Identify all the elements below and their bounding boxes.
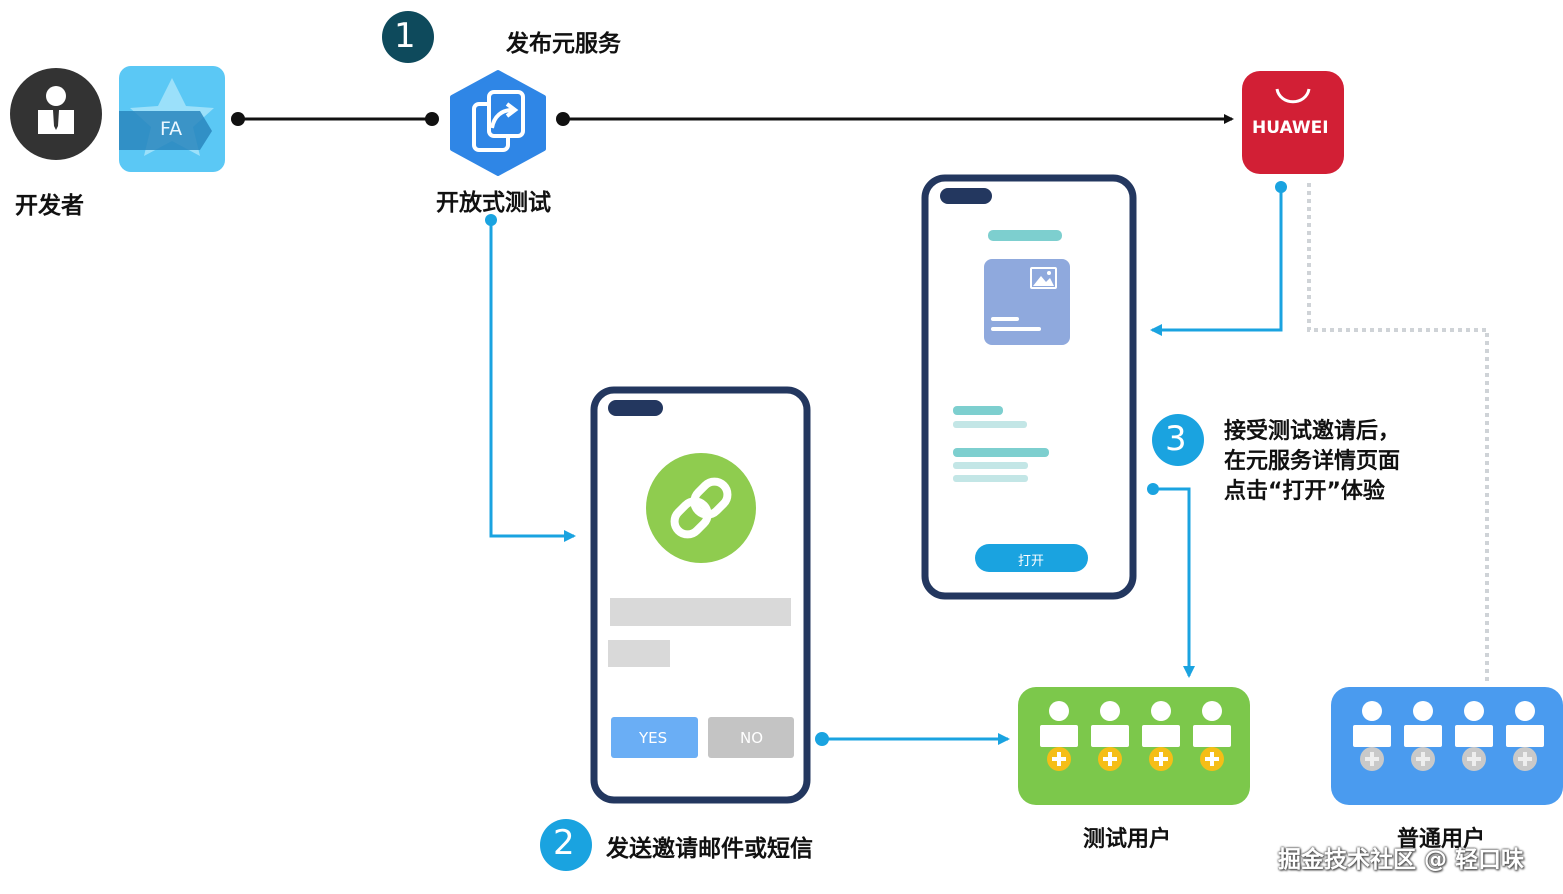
step-3-line-2: 在元服务详情页面	[1224, 449, 1401, 474]
step-3-line-3: 点击“打开”体验	[1224, 479, 1385, 504]
step-1-text: 发布元服务	[506, 31, 621, 57]
watermark: 掘金技术社区 @ 轻口味	[1278, 847, 1525, 873]
no-button[interactable]	[708, 717, 794, 758]
connection-opentest-to-invite-phone	[485, 214, 576, 542]
step-3-text: 接受测试邀请后， 在元服务详情页面 点击“打开”体验	[1224, 417, 1400, 507]
yes-button-label[interactable]: YES	[639, 729, 668, 747]
connection-huawei-to-detail-phone	[1150, 181, 1287, 336]
connection-invite-to-test-users	[815, 732, 1010, 746]
open-button-label[interactable]: 打开	[1018, 554, 1045, 569]
open-test-label: 开放式测试	[436, 190, 551, 216]
connection-opentest-to-huawei	[556, 112, 1234, 126]
developer-icon	[10, 68, 102, 160]
huawei-label: HUAWEI	[1252, 118, 1329, 138]
connection-detail-to-test-users	[1147, 483, 1195, 678]
test-users-group	[1018, 687, 1250, 805]
image-icon	[984, 259, 1070, 345]
invite-phone	[590, 386, 811, 804]
connection-huawei-to-normal-users-dotted	[1307, 183, 1489, 684]
yes-button[interactable]	[611, 717, 698, 758]
fa-star-icon	[119, 66, 225, 172]
detail-phone	[921, 174, 1137, 600]
step-2-text: 发送邀请邮件或短信	[606, 836, 813, 862]
test-users-label: 测试用户	[1083, 827, 1172, 852]
normal-users-label: 普通用户	[1397, 827, 1486, 852]
step-3-line-1: 接受测试邀请后，	[1224, 419, 1401, 444]
share-hex-icon	[450, 70, 546, 176]
link-icon	[646, 453, 756, 563]
step-2-badge	[540, 819, 592, 871]
developer-label: 开发者	[15, 193, 84, 219]
open-button[interactable]	[975, 544, 1088, 572]
step-2-number: 2	[553, 823, 575, 863]
step-3-badge	[1152, 414, 1204, 466]
step-1-badge	[382, 11, 434, 63]
fa-badge-label: FA	[160, 118, 183, 140]
no-button-label[interactable]: NO	[740, 729, 764, 747]
huawei-logo	[1242, 71, 1344, 174]
step-3-number: 3	[1165, 419, 1187, 459]
step-1-number: 1	[394, 16, 416, 56]
normal-users-group	[1331, 687, 1563, 805]
connection-developer-to-opentest	[231, 112, 439, 126]
